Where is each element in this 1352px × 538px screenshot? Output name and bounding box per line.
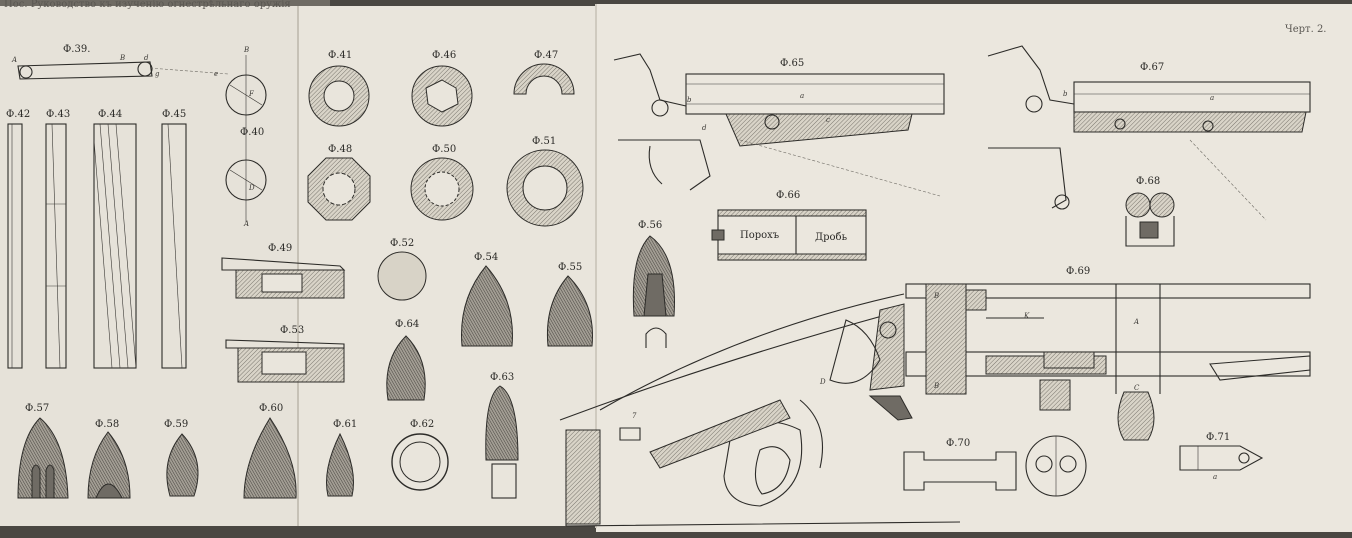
figure-58: Ф.58 [87,419,131,499]
svg-text:b: b [687,96,692,104]
svg-text:B: B [933,382,939,390]
svg-text:Ф.47: Ф.47 [534,50,558,61]
svg-text:K: K [1023,312,1030,320]
svg-text:Ф.40: Ф.40 [240,127,264,138]
figure-59: Ф.59 [164,419,199,497]
svg-text:Ф.55: Ф.55 [558,262,582,273]
figure-69: Ф.69 B B A C D K 7 [559,266,1311,527]
figure-70: Ф.70 [903,435,1087,497]
svg-text:Ф.46: Ф.46 [432,50,456,61]
svg-text:Ф.45: Ф.45 [162,109,186,120]
figure-67: Ф.67 a b [987,45,1311,221]
svg-text:Ф.56: Ф.56 [638,220,662,231]
svg-text:Ф.63: Ф.63 [490,372,514,383]
svg-text:B: B [243,46,249,54]
figure-40: Ф.40 B A D F [225,46,267,228]
svg-text:Ф.62: Ф.62 [410,419,434,430]
svg-text:Ф.65: Ф.65 [780,58,804,69]
figure-61: Ф.61 [326,419,357,497]
svg-text:Ф.49: Ф.49 [268,243,292,254]
svg-text:a: a [1213,473,1217,481]
figure-43: Ф.43 [45,109,70,369]
figure-64: Ф.64 [386,319,426,401]
svg-text:b: b [1063,90,1068,98]
svg-text:B: B [933,292,939,300]
svg-text:Порохъ: Порохъ [740,230,779,241]
svg-text:Дробь: Дробь [815,232,848,243]
svg-text:Ф.42: Ф.42 [6,109,30,120]
figure-39: Ф.39. A B d g e [11,44,229,80]
figure-66: Ф.66 Порохъ Дробь [711,190,867,261]
svg-text:Ф.51: Ф.51 [532,136,556,147]
figure-60: Ф.60 [243,403,297,499]
svg-text:Ф.48: Ф.48 [328,144,352,155]
plate-header: Пос. Руководство къ изученію огнестрѣльн… [4,0,291,10]
figure-42: Ф.42 [6,109,30,369]
figure-71: Ф.71 a [1179,432,1264,481]
svg-text:Ф.68: Ф.68 [1136,176,1160,187]
svg-text:D: D [248,184,255,192]
figure-52: Ф.52 [377,238,427,301]
svg-text:Ф.44: Ф.44 [98,109,122,120]
svg-text:7: 7 [632,412,637,420]
figure-65: Ф.65 a b c d [613,53,945,197]
svg-text:Ф.57: Ф.57 [25,403,49,414]
svg-text:Ф.69: Ф.69 [1066,266,1090,277]
figure-68: Ф.68 [1125,176,1175,247]
figure-44: Ф.44 [93,109,137,369]
svg-text:d: d [144,54,149,62]
svg-text:Ф.59: Ф.59 [164,419,188,430]
svg-text:Ф.43: Ф.43 [46,109,70,120]
svg-text:Ф.60: Ф.60 [259,403,283,414]
svg-text:a: a [800,92,804,100]
figure-57: Ф.57 [17,403,69,499]
figure-47: Ф.47 [513,50,575,95]
svg-text:Ф.53: Ф.53 [280,325,304,336]
figure-63: Ф.63 [485,372,519,499]
svg-text:A: A [1133,318,1139,326]
figure-62: Ф.62 [391,419,449,491]
svg-text:Ф.64: Ф.64 [395,319,419,330]
svg-text:Ф.67: Ф.67 [1140,62,1164,73]
svg-text:g: g [155,70,160,78]
svg-text:Ф.70: Ф.70 [946,438,970,449]
figure-45: Ф.45 [161,109,187,369]
svg-text:F: F [248,90,255,98]
svg-text:A: A [243,220,249,228]
svg-text:Ф.50: Ф.50 [432,144,456,155]
figure-48: Ф.48 [307,144,371,221]
figure-50: Ф.50 [410,144,474,221]
svg-text:A: A [11,56,17,64]
figure-51: Ф.51 [506,136,584,227]
figure-49: Ф.49 [221,243,346,299]
svg-text:d: d [702,124,707,132]
svg-text:Ф.61: Ф.61 [333,419,357,430]
paper-sheet-right [596,4,1352,532]
svg-text:Ф.41: Ф.41 [328,50,352,61]
svg-text:C: C [1134,384,1140,392]
svg-text:a: a [1210,94,1214,102]
figure-56: Ф.56 [632,220,675,348]
svg-text:Ф.52: Ф.52 [390,238,414,249]
figure-54: Ф.54 [461,252,513,347]
figure-46: Ф.46 [411,50,473,127]
svg-text:Ф.71: Ф.71 [1206,432,1230,443]
svg-text:Ф.39.: Ф.39. [63,44,90,55]
svg-text:Ф.54: Ф.54 [474,252,498,263]
svg-text:Ф.58: Ф.58 [95,419,119,430]
svg-text:Ф.66: Ф.66 [776,190,800,201]
figure-41: Ф.41 [308,50,370,127]
plate-number: Черт. 2. [1285,24,1326,35]
svg-text:D: D [819,378,826,386]
figure-55: Ф.55 [546,262,593,347]
svg-text:e: e [214,70,218,78]
svg-text:c: c [826,116,830,124]
figure-53: Ф.53 [225,325,345,383]
svg-text:B: B [119,54,125,62]
